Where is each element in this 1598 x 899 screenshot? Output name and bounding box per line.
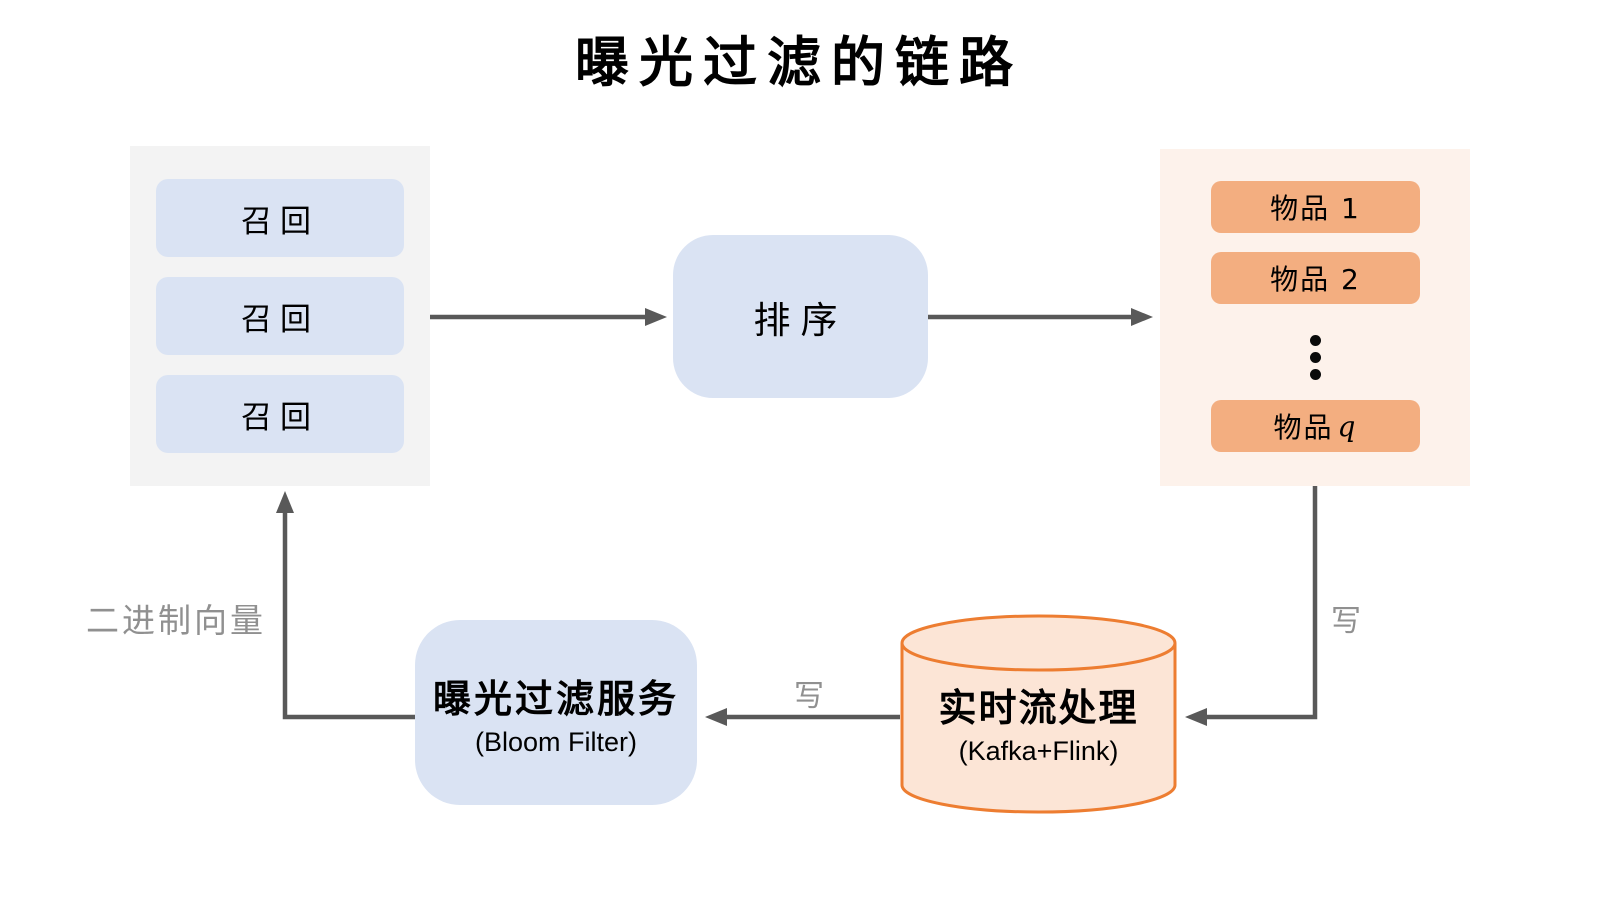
filter-service-node: 曝光过滤服务 (Bloom Filter) — [415, 620, 697, 805]
recall-box-1: 召回 — [156, 179, 404, 257]
edge-label-binary-vector: 二进制向量 — [86, 601, 266, 640]
stream-processor-sublabel: (Kafka+Flink) — [958, 736, 1119, 766]
edge-items-to-stream — [1185, 486, 1318, 726]
item-box-1: 物品 1 — [1211, 181, 1420, 233]
recall-panel: 召回 召回 召回 — [130, 146, 430, 486]
edge-label-write-to-stream: 写 — [1331, 604, 1361, 639]
items-panel: 物品 1 物品 2 物品 q — [1160, 149, 1470, 486]
recall-box-2-label: 召回 — [241, 301, 319, 338]
recall-box-1-label: 召回 — [241, 203, 319, 240]
diagram-title: 曝光过滤的链路 — [575, 30, 1023, 94]
edge-filter-to-recall — [276, 491, 415, 720]
item-box-2: 物品 2 — [1211, 252, 1420, 304]
item-box-q-label: 物品 — [1273, 411, 1334, 444]
recall-box-3-label: 召回 — [241, 399, 319, 436]
recall-box-3: 召回 — [156, 375, 404, 453]
stream-processor-label: 实时流处理 — [938, 686, 1139, 730]
vertical-ellipsis-icon — [1160, 335, 1470, 380]
item-box-2-label: 物品 2 — [1270, 263, 1361, 296]
edge-label-write-to-filter: 写 — [794, 679, 824, 714]
ranking-box: 排序 — [673, 235, 928, 398]
recall-box-2: 召回 — [156, 277, 404, 355]
item-box-1-label: 物品 1 — [1270, 192, 1361, 225]
filter-service-sublabel: (Bloom Filter) — [474, 726, 637, 757]
item-box-q: 物品 q — [1211, 400, 1420, 452]
stream-processor-node: 实时流处理 (Kafka+Flink) — [902, 652, 1175, 792]
ranking-box-label: 排序 — [753, 298, 848, 342]
filter-service-label: 曝光过滤服务 — [432, 676, 679, 721]
item-box-q-var: q — [1337, 409, 1358, 443]
